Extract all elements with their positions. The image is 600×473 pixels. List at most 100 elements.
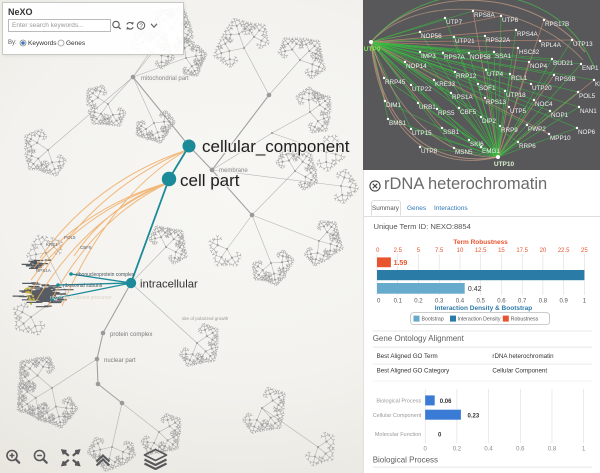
svg-text:5: 5: [417, 248, 421, 254]
svg-text:0.2: 0.2: [453, 446, 462, 452]
svg-text:NOP4: NOP4: [530, 63, 548, 70]
svg-text:0: 0: [376, 248, 380, 254]
svg-text:17.5: 17.5: [516, 248, 528, 254]
svg-text:UTP7: UTP7: [446, 19, 463, 26]
svg-text:0.8: 0.8: [539, 298, 548, 304]
svg-text:7.5: 7.5: [435, 248, 444, 254]
svg-text:MSN5: MSN5: [455, 149, 473, 156]
svg-text:site of polarized growth: site of polarized growth: [182, 316, 229, 321]
svg-text:HSC82: HSC82: [519, 49, 540, 56]
svg-text:RPS1A: RPS1A: [452, 94, 473, 101]
svg-text:membrane: membrane: [219, 168, 248, 174]
svg-text:UTP6: UTP6: [502, 17, 519, 24]
svg-text:IMP3: IMP3: [421, 53, 436, 60]
svg-text:UTP4: UTP4: [487, 71, 504, 78]
svg-text:RPS17B: RPS17B: [545, 21, 569, 28]
svg-text:DIM1: DIM1: [386, 102, 402, 109]
svg-text:RPS22A: RPS22A: [486, 37, 511, 44]
svg-text:0.7: 0.7: [518, 298, 527, 304]
svg-text:mitochondrial part: mitochondrial part: [141, 76, 189, 82]
svg-text:POL5: POL5: [64, 235, 76, 240]
svg-text:cell part: cell part: [180, 171, 240, 190]
svg-text:0: 0: [377, 298, 381, 304]
svg-text:BMS1: BMS1: [389, 120, 407, 127]
svg-text:Bootstrap: Bootstrap: [422, 316, 444, 322]
svg-text:0.6: 0.6: [516, 446, 525, 452]
svg-text:UTP22: UTP22: [412, 86, 432, 93]
svg-text:ribonucleoprotein complex: ribonucleoprotein complex: [76, 272, 135, 278]
svg-text:0.23: 0.23: [468, 413, 480, 419]
svg-text:UTP10: UTP10: [494, 161, 515, 168]
svg-text:UTP20: UTP20: [532, 85, 552, 92]
svg-text:NOP56: NOP56: [421, 33, 442, 40]
svg-text:protein complex: protein complex: [110, 332, 152, 338]
svg-text:UTP18: UTP18: [506, 92, 526, 99]
svg-text:0.8: 0.8: [548, 446, 557, 452]
svg-text:RCL1: RCL1: [511, 75, 528, 82]
svg-text:RPS13: RPS13: [486, 99, 506, 106]
svg-text:0.9: 0.9: [559, 298, 568, 304]
svg-text:Best Aligned GO Term: Best Aligned GO Term: [377, 353, 438, 360]
svg-text:10: 10: [457, 248, 464, 254]
svg-text:rDNA heterochromatin: rDNA heterochromatin: [492, 353, 554, 360]
svg-text:UTP5: UTP5: [510, 108, 527, 115]
svg-text:RRP12: RRP12: [456, 73, 477, 80]
svg-text:NOP6: NOP6: [578, 129, 596, 136]
svg-text:SSB1: SSB1: [443, 129, 460, 136]
svg-text:1: 1: [582, 446, 586, 452]
svg-text:RPS5: RPS5: [438, 110, 455, 117]
svg-text:0.2: 0.2: [414, 298, 423, 304]
svg-text:2.5: 2.5: [394, 248, 403, 254]
svg-text:Interaction Density & Bootstra: Interaction Density & Bootstrap: [435, 305, 533, 312]
svg-text:PWP2: PWP2: [528, 126, 546, 133]
svg-text:SSA1: SSA1: [495, 53, 512, 60]
svg-text:KRE: KRE: [595, 81, 600, 88]
svg-text:RPS4A: RPS4A: [517, 31, 538, 38]
svg-text:SKI6: SKI6: [470, 141, 484, 148]
svg-text:0.6: 0.6: [497, 298, 506, 304]
svg-text:22.5: 22.5: [558, 248, 570, 254]
svg-text:POL5: POL5: [579, 93, 596, 100]
svg-text:RPS9B: RPS9B: [555, 76, 576, 83]
svg-text:RPS8A: RPS8A: [474, 12, 495, 19]
svg-text:RPL4A: RPL4A: [541, 42, 562, 49]
svg-text:RRP9: RRP9: [501, 127, 518, 134]
svg-text:RRP45: RRP45: [385, 79, 406, 86]
svg-text:0.4: 0.4: [456, 298, 465, 304]
svg-text:DIP2: DIP2: [482, 118, 496, 125]
svg-text:NAN1: NAN1: [580, 108, 597, 115]
svg-text:0.1: 0.1: [394, 298, 403, 304]
svg-text:12.5: 12.5: [475, 248, 487, 254]
svg-text:0.5: 0.5: [477, 298, 486, 304]
svg-text:intracellular: intracellular: [140, 279, 198, 291]
svg-text:MPP10: MPP10: [550, 135, 571, 142]
svg-text:Cellular Component: Cellular Component: [373, 412, 422, 418]
svg-text:UTP13: UTP13: [573, 41, 593, 48]
svg-text:Molecular Function: Molecular Function: [375, 431, 421, 437]
svg-text:RPS1A: RPS1A: [36, 268, 51, 273]
svg-text:RPS7A: RPS7A: [444, 54, 465, 61]
svg-text:NOP14: NOP14: [406, 63, 427, 70]
svg-text:1: 1: [583, 298, 587, 304]
svg-text:KRE1: KRE1: [46, 242, 58, 247]
svg-text:Best Aligned GO Category: Best Aligned GO Category: [377, 367, 450, 374]
svg-text:UTP9: UTP9: [364, 46, 381, 53]
svg-text:UTP21: UTP21: [455, 38, 475, 45]
svg-text:cellular_component: cellular_component: [202, 137, 350, 156]
svg-text:UTP8: UTP8: [421, 148, 438, 155]
svg-text:0.3: 0.3: [435, 298, 444, 304]
svg-text:CBF5: CBF5: [460, 109, 477, 116]
svg-text:NOP1: NOP1: [551, 112, 569, 119]
svg-text:15: 15: [498, 248, 505, 254]
svg-text:CBF5: CBF5: [80, 245, 92, 250]
svg-text:NOP58: NOP58: [470, 54, 491, 61]
svg-text:Robustness: Robustness: [511, 316, 539, 322]
svg-text:25: 25: [581, 248, 588, 254]
svg-text:Biological Process: Biological Process: [373, 455, 438, 464]
svg-text:20: 20: [540, 248, 547, 254]
svg-text:RRP6: RRP6: [519, 143, 536, 150]
svg-text:URB1: URB1: [419, 104, 436, 111]
svg-text:ribosomal subunit precursor: ribosomal subunit precursor: [50, 295, 112, 301]
svg-text:NOC4: NOC4: [535, 101, 553, 108]
svg-text:ribosomal subunit: ribosomal subunit: [63, 283, 103, 289]
